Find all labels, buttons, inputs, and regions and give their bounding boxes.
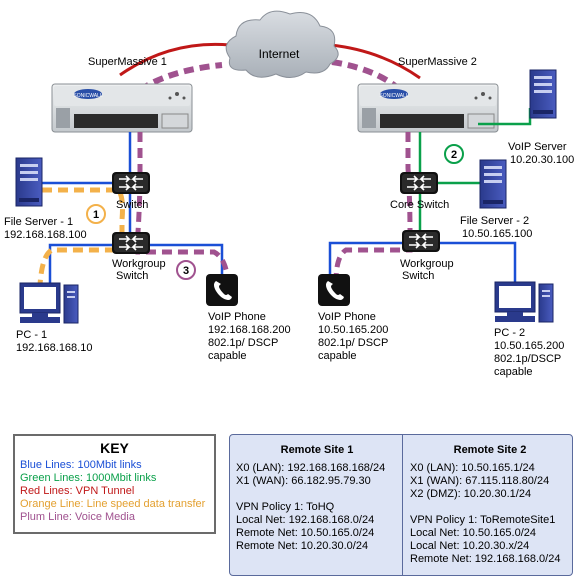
sm2-label: SuperMassive 2 <box>398 56 477 68</box>
voip-server-icon <box>529 69 557 119</box>
workgroup-switch-2-icon <box>401 229 441 253</box>
remote-site-1-title: Remote Site 1 <box>280 444 354 456</box>
pc2-label-2: 10.50.165.200 <box>494 340 564 352</box>
core-switch-label: Core Switch <box>390 199 449 211</box>
sm2-brand: SONICWALL <box>379 93 408 99</box>
blue-link-wgswitch2-voip2 <box>328 241 402 285</box>
wg-switch-2-label-1: Workgroup <box>400 258 454 270</box>
voip-server-label-2: 10.20.30.100 <box>510 154 574 166</box>
vpn-tunnel-line-right <box>329 43 421 80</box>
fs2-label-1: File Server - 2 <box>460 215 529 227</box>
pc2-label-4: capable <box>494 366 533 378</box>
fs1-label-2: 192.168.168.100 <box>4 229 87 241</box>
file-server-1-icon <box>15 157 43 207</box>
badge-2-text: 2 <box>451 149 457 161</box>
remote-site-2: Remote Site 2 X0 (LAN): 10.50.165.1/24 X… <box>410 435 570 575</box>
supermassive-2-appliance <box>357 83 499 133</box>
sm1-brand: SONICWALL <box>73 93 102 99</box>
internet-cloud <box>225 10 339 78</box>
key-item-plum: Plum Line: Voice Media <box>20 511 135 523</box>
pc2-label-3: 802.1p/DSCP <box>494 353 561 365</box>
remote-site-2-remote-net: Remote Net: 192.168.168.0/24 <box>410 553 561 565</box>
internet-label: Internet <box>259 47 300 61</box>
voip1-label-4: capable <box>208 350 247 362</box>
switch-1-label: Switch <box>116 199 148 211</box>
remote-site-2-x1: X1 (WAN): 67.115.118.80/24 <box>410 475 550 487</box>
key-item-orange: Orange Line: Line speed data transfer <box>20 498 206 510</box>
remote-site-1-remote-net-1: Remote Net: 10.50.165.0/24 <box>236 527 375 539</box>
remote-site-1-local-net: Local Net: 192.168.168.0/24 <box>236 514 375 526</box>
blue-link-wgswitch1-pc1 <box>48 243 112 285</box>
voip2-label-4: capable <box>318 350 357 362</box>
voip-server-label-1: VoIP Server <box>508 141 567 153</box>
supermassive-1-appliance <box>51 83 193 133</box>
voip-phone-2-icon <box>318 274 350 306</box>
wg-switch-1-label-2: Switch <box>116 270 148 282</box>
pc-1-icon <box>19 282 79 324</box>
voip2-label-1: VoIP Phone <box>318 311 376 323</box>
voip1-label-3: 802.1p/ DSCP <box>208 337 278 349</box>
pc-2-icon <box>494 281 554 323</box>
blue-links <box>42 132 517 285</box>
badge-3: 3 <box>176 260 196 280</box>
voip-phone-1-icon <box>206 274 238 306</box>
pc1-label-1: PC - 1 <box>16 329 47 341</box>
fs2-label-2: 10.50.165.100 <box>462 228 532 240</box>
voip1-label-1: VoIP Phone <box>208 311 266 323</box>
remote-site-1: Remote Site 1 X0 (LAN): 192.168.168.168/… <box>236 435 398 575</box>
core-switch-icon <box>399 171 439 195</box>
file-server-2-icon <box>479 159 507 209</box>
plum-voice-path <box>135 132 413 283</box>
sites-divider <box>402 435 403 575</box>
remote-site-1-vpn-policy: VPN Policy 1: ToHQ <box>236 501 335 513</box>
key-item-green: Green Lines: 1000Mbit links <box>20 472 157 484</box>
key-item-blue: Blue Lines: 100Mbit links <box>20 459 142 471</box>
remote-site-2-x2: X2 (DMZ): 10.20.30.1/24 <box>410 488 532 500</box>
fs1-label-1: File Server - 1 <box>4 216 73 228</box>
voip1-label-2: 192.168.168.200 <box>208 324 291 336</box>
pc2-label-1: PC - 2 <box>494 327 525 339</box>
switch-1-icon <box>111 171 151 195</box>
wg-switch-1-label-1: Workgroup <box>112 258 166 270</box>
sm1-label: SuperMassive 1 <box>88 56 167 68</box>
pc1-label-2: 192.168.168.10 <box>16 342 92 354</box>
vpn-tunnel-line-left <box>119 42 231 77</box>
voip2-label-3: 802.1p/ DSCP <box>318 337 388 349</box>
key-item-red: Red Lines: VPN Tunnel <box>20 485 135 497</box>
remote-site-1-x1: X1 (WAN): 66.182.95.79.30 <box>236 475 371 487</box>
remote-site-2-x0: X0 (LAN): 10.50.165.1/24 <box>410 462 535 474</box>
remote-sites-panel: Remote Site 1 X0 (LAN): 192.168.168.168/… <box>229 434 573 576</box>
blue-link-wgswitch2-pc2 <box>440 241 517 282</box>
badge-2: 2 <box>444 144 464 164</box>
remote-site-2-vpn-policy: VPN Policy 1: ToRemoteSite1 <box>410 514 556 526</box>
blue-link-wgswitch1-voip1 <box>150 243 224 285</box>
wg-switch-2-label-2: Switch <box>402 270 434 282</box>
remote-site-2-local-net-1: Local Net: 10.50.165.0/24 <box>410 527 536 539</box>
badge-3-text: 3 <box>183 265 189 277</box>
remote-site-1-x0: X0 (LAN): 192.168.168.168/24 <box>236 462 386 474</box>
key-title: KEY <box>100 440 129 456</box>
voip2-label-2: 10.50.165.200 <box>318 324 388 336</box>
badge-1: 1 <box>86 204 106 224</box>
badge-1-text: 1 <box>93 209 99 221</box>
workgroup-switch-1-icon <box>111 231 151 255</box>
remote-site-1-remote-net-2: Remote Net: 10.20.30.0/24 <box>236 540 369 552</box>
remote-site-2-local-net-2: Local Net: 10.20.30.x/24 <box>410 540 530 552</box>
remote-site-2-title: Remote Site 2 <box>453 444 527 456</box>
key-legend: KEY Blue Lines: 100Mbit links Green Line… <box>13 434 216 534</box>
